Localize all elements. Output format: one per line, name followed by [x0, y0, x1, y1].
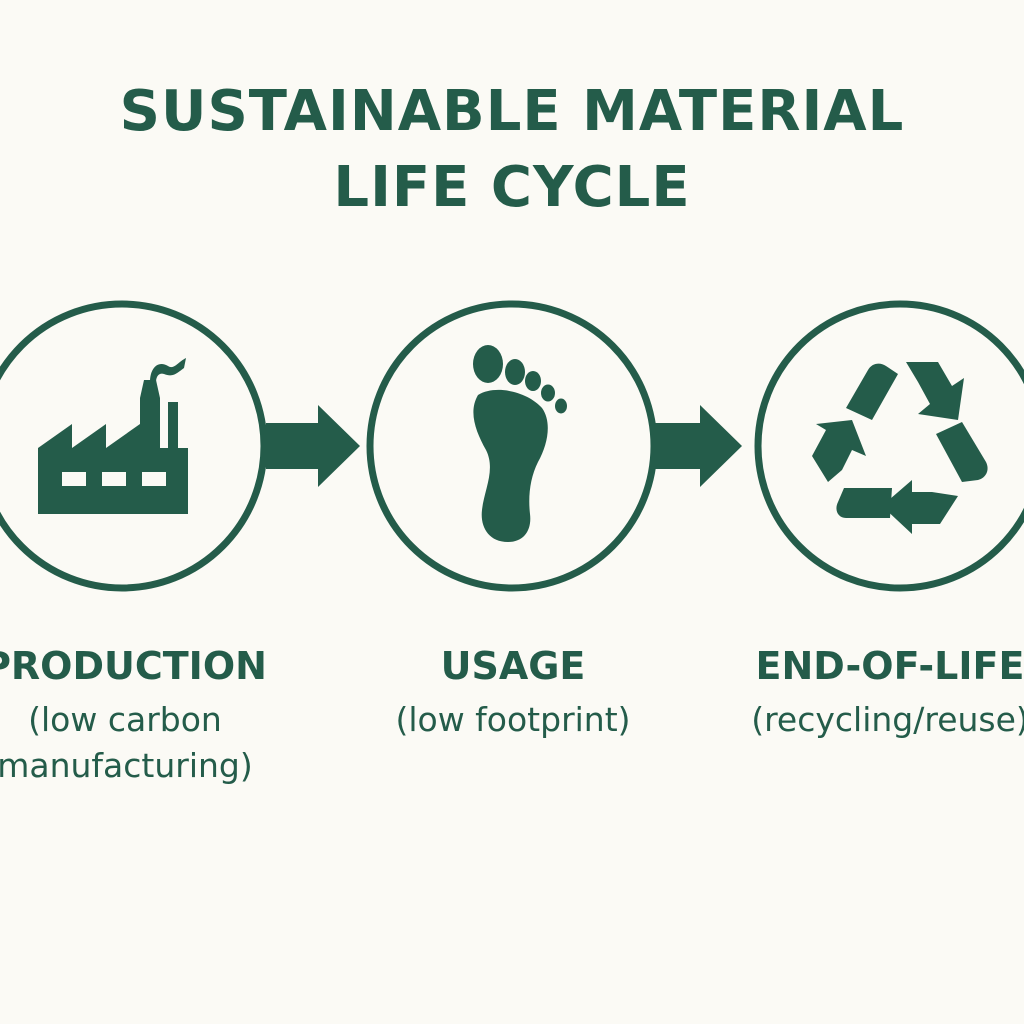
- end-of-life-circle: [754, 300, 1024, 592]
- usage-stage: [366, 300, 658, 592]
- footprint-icon: [473, 345, 567, 542]
- arrow-usage-to-end-of-life: [654, 405, 742, 487]
- diagram-title-line-1: SUSTAINABLE MATERIAL: [119, 79, 905, 144]
- production-label: PRODUCTION: [0, 644, 267, 688]
- usage-label: USAGE: [440, 644, 586, 688]
- recycle-icon: [812, 362, 988, 534]
- diagram-title-line-2: LIFE CYCLE: [333, 155, 691, 220]
- end-of-life-description: (recycling/reuse): [751, 700, 1024, 739]
- factory-icon: [38, 358, 188, 514]
- arrow-production-to-usage: [266, 405, 360, 487]
- end-of-life-stage: [754, 300, 1024, 592]
- production-stage: [0, 300, 268, 592]
- end-of-life-label: END-OF-LIFE: [755, 644, 1024, 688]
- usage-description: (low footprint): [395, 700, 631, 739]
- production-description: (low carbon manufacturing): [0, 700, 253, 785]
- production-circle: [0, 300, 268, 592]
